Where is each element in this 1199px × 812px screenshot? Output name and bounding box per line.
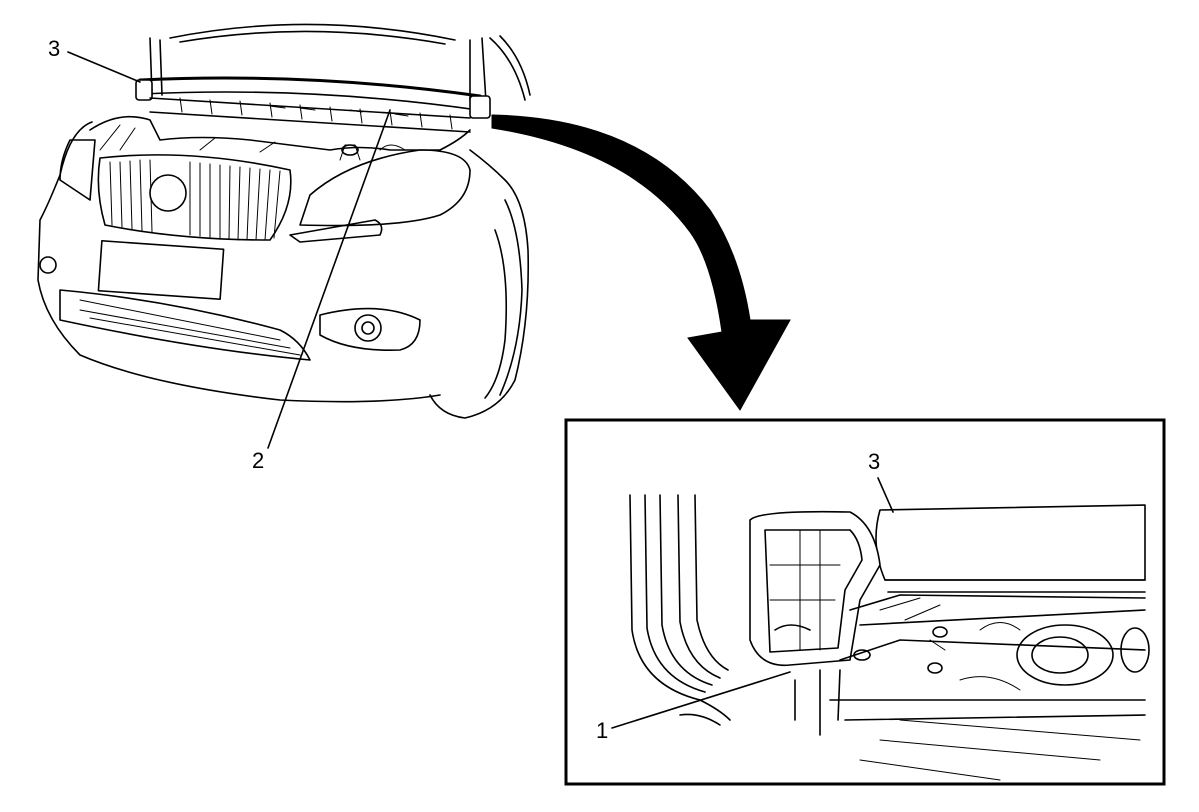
hood-underside <box>169 23 456 45</box>
callout-detail-seal: 3 <box>868 449 881 474</box>
leader-main-seal <box>67 51 141 83</box>
leader-detail-retainer <box>611 671 791 729</box>
turn-signal-right <box>289 219 383 243</box>
wheel-arch-outline <box>429 149 530 419</box>
hood-edge <box>489 35 531 101</box>
fender-lower <box>679 699 731 726</box>
lower-grille <box>59 289 311 361</box>
engine-component <box>1016 624 1150 686</box>
inset-frame <box>564 418 1166 786</box>
fender-contours <box>629 494 729 701</box>
headlamp-right <box>299 149 471 227</box>
fog-lamp-right <box>319 307 421 352</box>
curved-arrow-icon <box>491 114 791 411</box>
brand-emblem-icon <box>149 174 187 212</box>
front-tire <box>484 199 523 399</box>
bolt <box>932 626 948 638</box>
vehicle-front-illustration <box>37 23 531 449</box>
engine-bay-components <box>89 115 471 151</box>
callout-main-seal: 3 <box>48 36 61 61</box>
callout-main-front-seal: 2 <box>252 448 265 473</box>
bolt <box>927 662 943 674</box>
license-plate <box>97 240 225 300</box>
fog-lamp-left <box>39 256 57 274</box>
detail-seal-end-cap <box>749 510 881 667</box>
callout-detail-retainer: 1 <box>596 718 609 743</box>
leader-detail-seal <box>877 477 894 513</box>
hood-struts <box>149 37 487 103</box>
cowl-panel-lines <box>829 594 1146 721</box>
engine-hoses <box>959 622 1021 691</box>
fluid-cap <box>341 144 359 156</box>
cowl-details <box>859 597 1141 781</box>
lower-grille-bars <box>79 299 301 356</box>
bracket-legs <box>794 669 841 736</box>
radiator-air-seal <box>135 76 491 119</box>
engine-bay-upper <box>149 97 471 133</box>
engine-details <box>99 124 406 161</box>
bolt <box>853 649 871 661</box>
leader-main-front-seal <box>267 109 391 449</box>
seal-slats <box>179 97 453 130</box>
detail-seal-tube <box>875 504 1146 593</box>
headlamp-left <box>59 139 96 201</box>
front-grille <box>97 154 292 241</box>
detail-inset <box>564 418 1166 786</box>
